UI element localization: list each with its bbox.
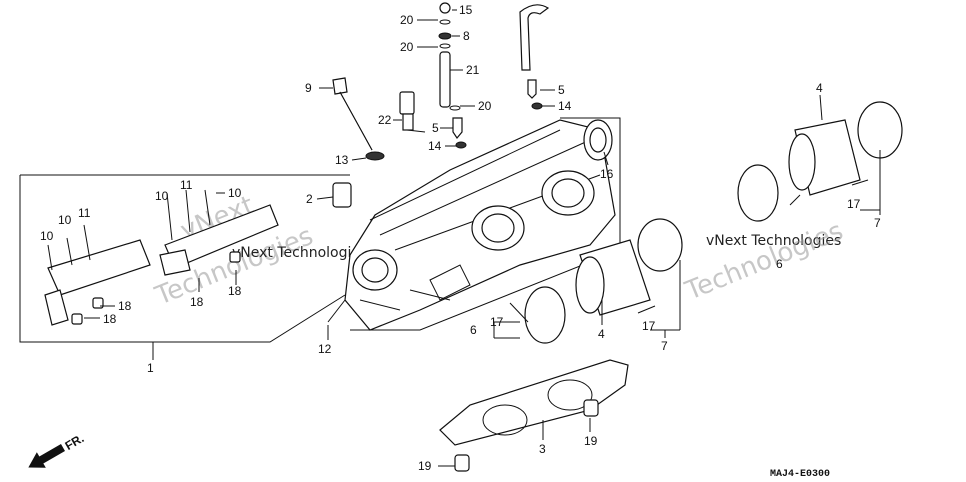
bolt-9 [332, 77, 373, 151]
callout-20: 20 [478, 99, 492, 113]
callout-10: 10 [40, 229, 54, 243]
gasket-3 [439, 359, 629, 446]
washer-13 [365, 151, 385, 161]
callout-17: 17 [642, 319, 656, 333]
callout-20: 20 [400, 13, 414, 27]
leader-lines [84, 9, 881, 467]
screw-17-center-right [637, 305, 656, 314]
washer-14-center [455, 141, 467, 149]
callout-15: 15 [459, 3, 473, 17]
callout-14: 14 [558, 99, 572, 113]
callout-19: 19 [418, 459, 432, 473]
insulator-4-right [788, 119, 861, 196]
screw-17-right-b [851, 179, 869, 186]
clamp-7-center [637, 218, 683, 272]
callout-8: 8 [463, 29, 470, 43]
callout-labels: 20 15 8 20 21 9 5 14 20 22 5 14 13 16 4 … [40, 3, 881, 473]
callout-7: 7 [661, 339, 668, 353]
callout-5: 5 [432, 121, 439, 135]
front-label: FR. [63, 431, 87, 453]
callout-20: 20 [400, 40, 414, 54]
callout-5: 5 [558, 83, 565, 97]
callout-12: 12 [318, 342, 332, 356]
fitting-5-center [452, 117, 463, 140]
callout-18: 18 [190, 295, 204, 309]
fitting-5-right [527, 79, 537, 99]
stud-12 [327, 299, 346, 323]
callout-2: 2 [306, 192, 313, 206]
clamp-6-right [737, 164, 779, 222]
front-direction-arrow: FR. [28, 431, 87, 468]
screw-17-center-left [509, 302, 529, 323]
cylinder-head [344, 119, 616, 331]
callout-10: 10 [228, 186, 242, 200]
callout-14: 14 [428, 139, 442, 153]
callout-11: 11 [78, 206, 91, 220]
callout-21: 21 [466, 63, 480, 77]
diagram-code: MAJ4-E0300 [770, 469, 830, 480]
insulator-4-center [575, 239, 651, 316]
callout-3: 3 [539, 442, 546, 456]
tube-21 [438, 2, 461, 111]
callout-10: 10 [58, 213, 72, 227]
callout-1: 1 [147, 361, 154, 375]
washer-14-right [531, 102, 543, 110]
clamp-6-center [524, 286, 566, 344]
cam-holder-left [44, 224, 151, 326]
callout-4: 4 [598, 327, 605, 341]
seal-16 [583, 119, 613, 161]
dowel-2 [332, 182, 352, 208]
screw-17-right-a [789, 194, 801, 206]
cam-holder-right [159, 189, 279, 276]
callout-18: 18 [228, 284, 242, 298]
arrow-icon [28, 444, 65, 468]
dowel-19-right [583, 399, 599, 417]
spark-plug-22 [399, 91, 426, 133]
callout-6: 6 [776, 257, 783, 271]
callout-4: 4 [816, 81, 823, 95]
callout-13: 13 [335, 153, 349, 167]
callout-17: 17 [847, 197, 861, 211]
watermark-center-right: vNext Technologies [706, 233, 841, 249]
callout-10: 10 [155, 189, 169, 203]
clamp-7-right [857, 101, 903, 159]
callout-17: 17 [490, 315, 504, 329]
callout-16: 16 [600, 167, 614, 181]
watermark-center-left: vNext Technologies [232, 245, 367, 261]
breather-hose [519, 4, 550, 71]
dowel-19-left [454, 454, 470, 472]
callout-18: 18 [118, 299, 132, 313]
callout-22: 22 [378, 113, 392, 127]
callout-19: 19 [584, 434, 598, 448]
callout-9: 9 [305, 81, 312, 95]
watermark-technologies-right: Technologies [680, 216, 847, 307]
assembly-bracket-1 [19, 175, 346, 343]
callout-11: 11 [180, 178, 193, 192]
callout-6: 6 [470, 323, 477, 337]
callout-7: 7 [874, 216, 881, 230]
callout-18: 18 [103, 312, 117, 326]
